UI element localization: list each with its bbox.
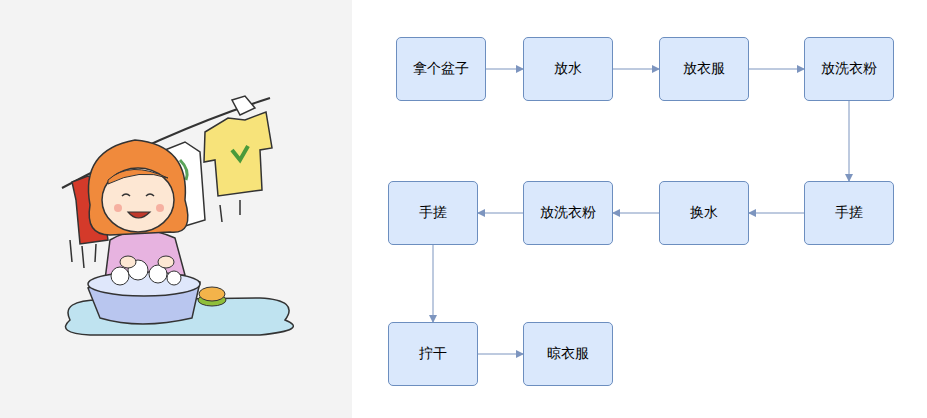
flow-arrow: [478, 213, 523, 214]
flow-arrow: [433, 245, 434, 322]
process-box: 拿个盆子: [396, 37, 486, 101]
box-label: 手搓: [419, 204, 447, 222]
flow-arrow: [613, 69, 659, 70]
box-label: 拧干: [419, 345, 447, 363]
box-label: 放洗衣粉: [821, 60, 877, 78]
box-label: 放水: [554, 60, 582, 78]
flow-arrow: [749, 213, 804, 214]
flow-arrow: [849, 101, 850, 181]
process-box: 拧干: [388, 322, 478, 386]
box-label: 放衣服: [683, 60, 725, 78]
process-box: 放水: [523, 37, 613, 101]
flow-arrow: [486, 69, 523, 70]
process-box: 晾衣服: [523, 322, 613, 386]
process-box: 手搓: [388, 181, 478, 245]
flow-arrow: [613, 213, 659, 214]
flow-arrow: [478, 354, 523, 355]
process-box: 放衣服: [659, 37, 749, 101]
box-label: 换水: [690, 204, 718, 222]
box-label: 放洗衣粉: [540, 204, 596, 222]
process-box: 换水: [659, 181, 749, 245]
box-label: 手搓: [835, 204, 863, 222]
washing-illustration: [0, 0, 352, 418]
process-box: 放洗衣粉: [523, 181, 613, 245]
flow-arrow: [749, 69, 804, 70]
box-label: 晾衣服: [547, 345, 589, 363]
process-box: 手搓: [804, 181, 894, 245]
box-label: 拿个盆子: [413, 60, 469, 78]
process-box: 放洗衣粉: [804, 37, 894, 101]
